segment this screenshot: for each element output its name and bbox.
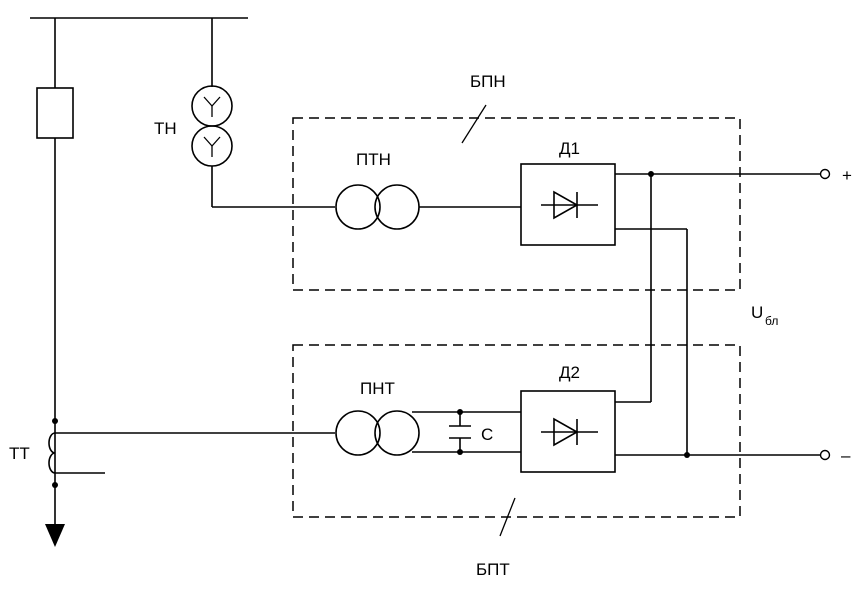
star-winding-icon [203,96,221,157]
current-converter-symbol [335,410,521,456]
label-voltage-transformer: ТН [154,119,177,138]
current-transformer-symbol [48,418,335,488]
plus-terminal-icon [819,168,831,180]
label-output-voltage-subscript: бл [765,314,778,328]
label-minus-terminal: – [841,446,851,465]
label-voltage-block: БПН [470,72,506,91]
diode-icon [541,190,598,220]
ground-arrow-icon [45,524,65,547]
voltage-block-frame [292,117,741,291]
voltage-converter-symbol [335,184,521,230]
label-current-block: БПТ [476,560,510,579]
label-current-transformer: ТТ [9,444,30,463]
label-current-converter: ПНТ [360,379,395,398]
rectifier-2-box [520,390,616,473]
label-capacitor: С [481,425,493,444]
voltage-transformer-symbol [191,18,335,208]
rectifier-1-box [520,163,616,246]
label-rectifier-1: Д1 [559,139,580,158]
output-wiring [615,171,820,458]
label-output-voltage: U [751,303,763,322]
label-rectifier-2: Д2 [559,363,580,382]
current-block-frame [292,344,741,518]
capacitor-symbol [449,409,471,455]
diode-icon [541,417,598,447]
label-voltage-converter: ПТН [356,150,391,169]
fuse-symbol [36,87,74,139]
voltage-block-leader [461,104,487,144]
current-block-leader [499,497,516,537]
minus-terminal-icon [819,449,831,461]
label-plus-terminal: + [842,166,852,185]
